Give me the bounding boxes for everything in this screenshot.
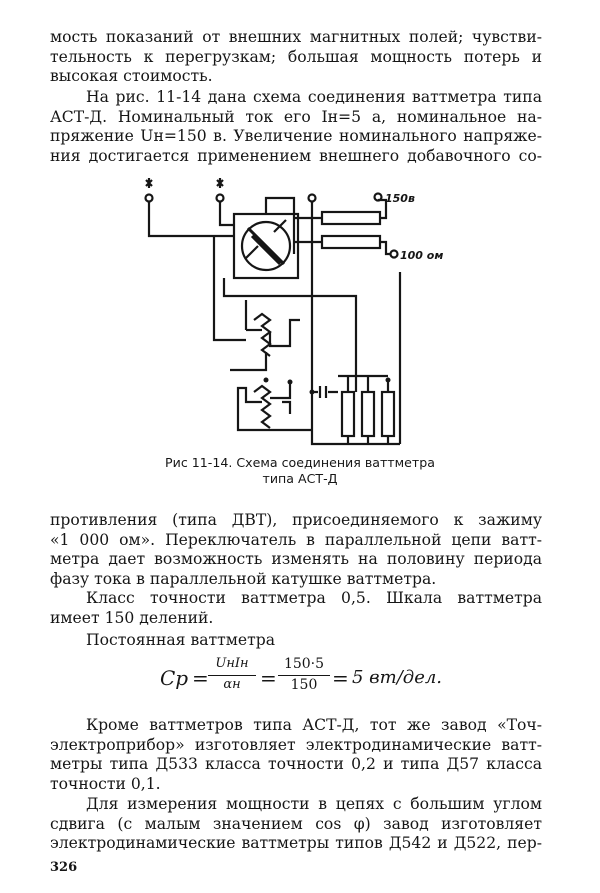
text-line: пряжение Uн=150 в. Увеличение номинально… [50, 127, 542, 146]
text-line: ния достигается применением внешнего доб… [50, 146, 542, 165]
text-line: На рис. 11-14 дана схема соединения ватт… [86, 88, 542, 106]
text-line: тельность к перегрузкам; большая мощност… [50, 47, 542, 66]
fraction-2-denominator: 150 [290, 677, 318, 693]
text-line: метры типа Д533 класса точности 0,2 и ти… [50, 755, 542, 774]
paragraph-7: Для измерения мощности в цепях с большим… [50, 795, 542, 854]
formula-lhs: Cp [160, 666, 189, 690]
text-line: мость показаний от внешних магнитных пол… [50, 28, 542, 46]
paragraph-5: Постоянная ваттметра [50, 631, 542, 651]
terminal-star [216, 178, 224, 188]
terminal [307, 193, 317, 203]
label-100-ohm: 100 ом [400, 249, 443, 262]
formula-result: 5 вт/дел. [352, 667, 443, 688]
text-line: Кроме ваттметров типа АСТ-Д, тот же заво… [86, 716, 542, 734]
caption-line-1: Рис 11-14. Схема соединения ваттметра [165, 455, 435, 470]
terminal [215, 193, 225, 203]
paragraph-2: На рис. 11-14 дана схема соединения ватт… [50, 88, 542, 166]
terminal [144, 193, 154, 203]
terminal [389, 249, 399, 259]
text-line: имеет 150 делений. [50, 608, 214, 627]
text-line: точности 0,1. [50, 774, 161, 793]
text-line: электродинамические ваттметры типов Д542… [50, 834, 542, 853]
text-line: Для измерения мощности в цепях с большим… [86, 795, 542, 813]
paragraph-3: противления (типа ДВТ), присоединяемого … [50, 511, 542, 589]
page-number: 326 [50, 860, 78, 875]
text-line: сдвига (с малым значением cos φ) завод и… [50, 814, 542, 833]
text-line: противления (типа ДВТ), присоединяемого … [50, 511, 542, 529]
text-line: Класс точности ваттметра 0,5. Шкала ватт… [86, 589, 542, 607]
text-line: АСТ-Д. Номинальный ток его Iн=5 а, номин… [50, 107, 542, 126]
fraction-1-numerator: UнIн [215, 656, 249, 671]
caption-line-2: типа АСТ-Д [262, 471, 338, 486]
formula: Cp = UнIн αн = 150·5 150 = 5 вт/дел. [160, 656, 443, 693]
paragraph-6: Кроме ваттметров типа АСТ-Д, тот же заво… [50, 716, 542, 794]
text-line: электроприбор» изготовляет электродинами… [50, 735, 542, 754]
figure-caption: Рис 11-14. Схема соединения ваттметра ти… [0, 455, 600, 487]
paragraph-4: Класс точности ваттметра 0,5. Шкала ватт… [50, 589, 542, 628]
text-line: «1 000 ом». Переключатель в параллельной… [50, 530, 542, 549]
terminal-star [145, 178, 153, 188]
text-line: высокая стоимость. [50, 67, 213, 86]
fraction-1-denominator: αн [223, 677, 241, 692]
text-line: Постоянная ваттметра [86, 631, 276, 649]
text-line: фазу тока в параллельной катушке ваттмет… [50, 569, 437, 588]
fraction-2-numerator: 150·5 [283, 656, 325, 672]
label-150v: 150в [385, 192, 415, 205]
paragraph-1: мость показаний от внешних магнитных пол… [50, 28, 542, 87]
text-line: метра дает возможность изменять на полов… [50, 550, 542, 569]
